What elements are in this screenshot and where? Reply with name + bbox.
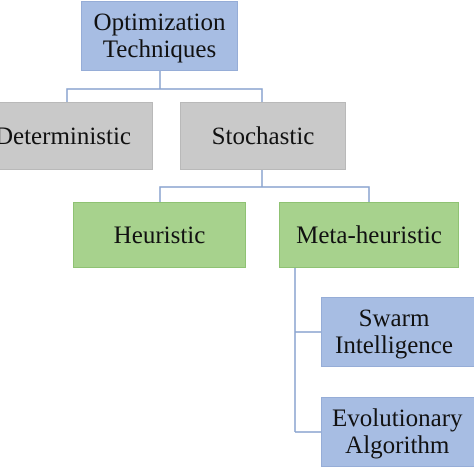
node-optimization-techniques: Optimization Techniques <box>81 1 238 71</box>
node-label-line2: Techniques <box>102 36 217 63</box>
node-label: Optimization Techniques <box>94 9 226 63</box>
node-label: Meta-heuristic <box>296 221 442 249</box>
node-label: Evolutionary Algorithm <box>332 405 463 459</box>
node-swarm-intelligence: Swarm Intelligence <box>321 297 474 367</box>
node-label-line1: Swarm <box>358 305 430 332</box>
node-label-line1: Evolutionary <box>332 405 463 432</box>
node-label-line1: Optimization <box>93 9 226 36</box>
node-label: Deterministic <box>0 122 132 150</box>
node-deterministic: Deterministic <box>0 102 153 170</box>
node-label: Heuristic <box>113 221 206 249</box>
node-label-line2: Intelligence <box>335 332 453 359</box>
connector-root-to-level2 <box>66 88 263 102</box>
connector-stochastic-to-level3 <box>159 186 370 202</box>
node-label-line2: Algorithm <box>345 432 450 459</box>
node-evolutionary-algorithm: Evolutionary Algorithm <box>321 397 474 467</box>
node-stochastic: Stochastic <box>180 102 346 170</box>
node-meta-heuristic: Meta-heuristic <box>279 202 459 268</box>
node-label: Swarm Intelligence <box>335 305 453 359</box>
node-heuristic: Heuristic <box>73 202 246 268</box>
node-label: Stochastic <box>211 122 315 150</box>
